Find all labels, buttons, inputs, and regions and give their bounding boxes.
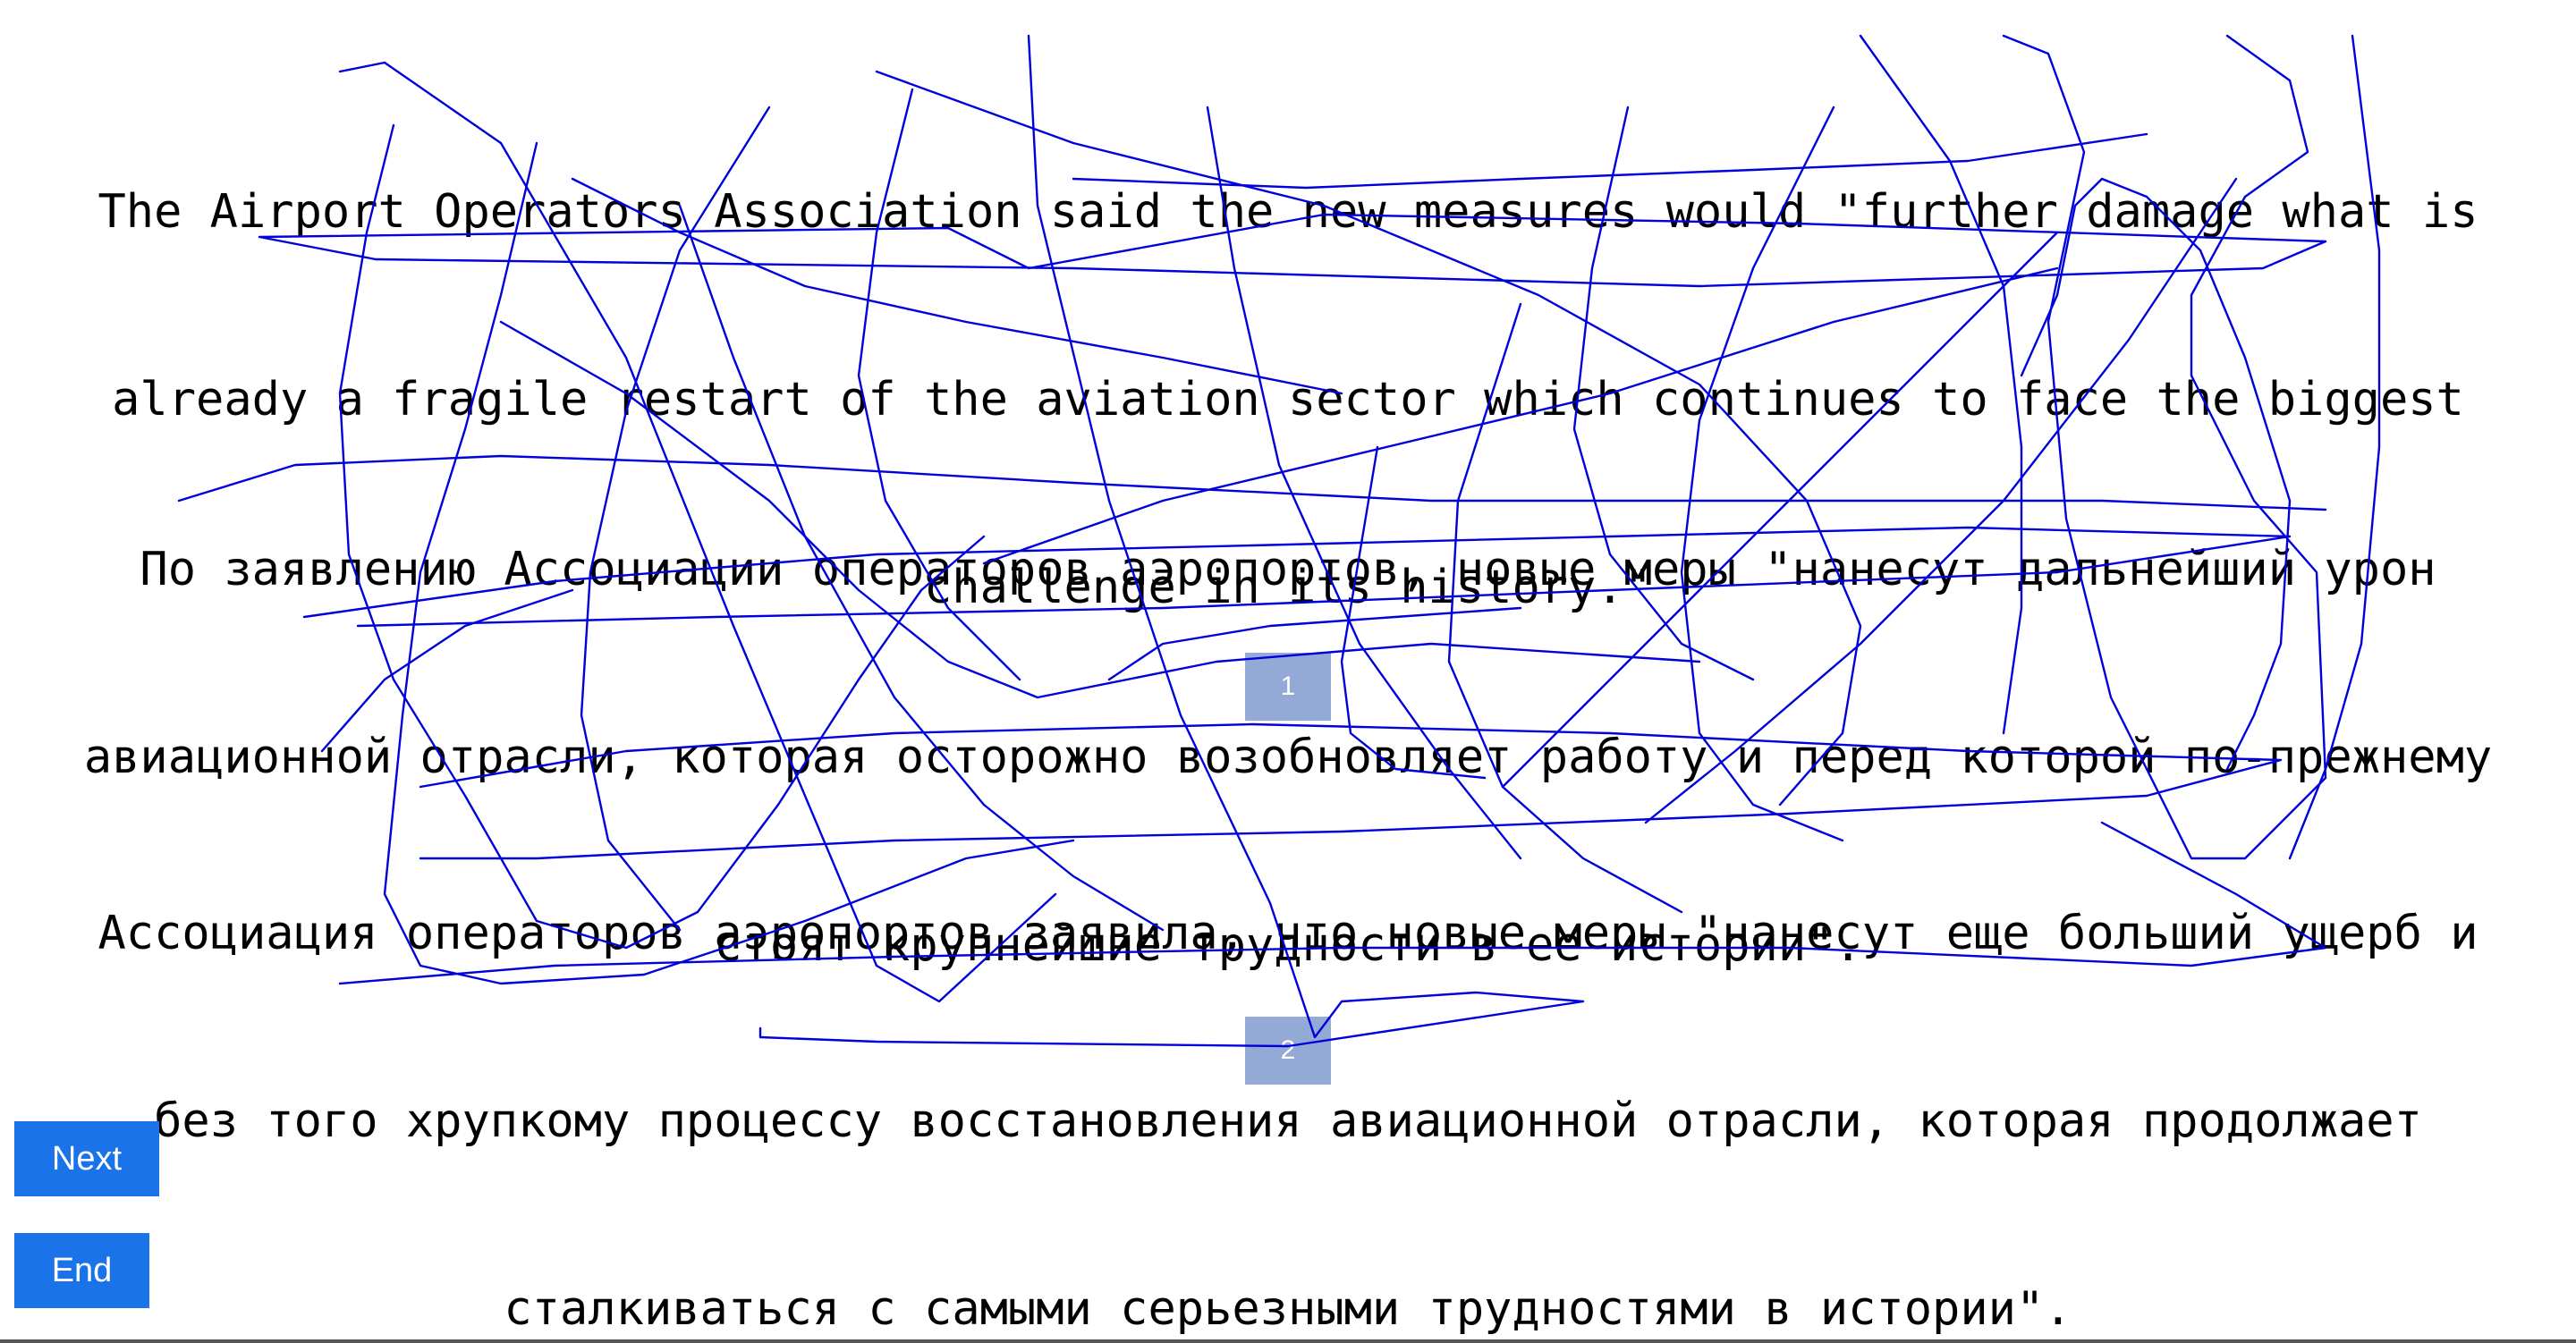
next-button[interactable]: Next: [14, 1121, 159, 1196]
source-line-1: The Airport Operators Association said t…: [97, 185, 2479, 239]
end-button[interactable]: End: [14, 1233, 149, 1308]
translation-2-line-2: без того хрупкому процессу восстановлени…: [154, 1094, 2422, 1148]
translation-1-line-1: По заявлению Ассоциации операторов аэроп…: [140, 543, 2436, 596]
translation-2-line-1: Ассоциация операторов аэропортов заявила…: [97, 907, 2479, 960]
translation-2-line-3: сталкиваться с самыми серьезными труднос…: [504, 1282, 2072, 1336]
bottom-divider: [0, 1339, 2576, 1343]
rank-badge-2[interactable]: 2: [1245, 1017, 1331, 1085]
rank-badge-1[interactable]: 1: [1245, 653, 1331, 721]
